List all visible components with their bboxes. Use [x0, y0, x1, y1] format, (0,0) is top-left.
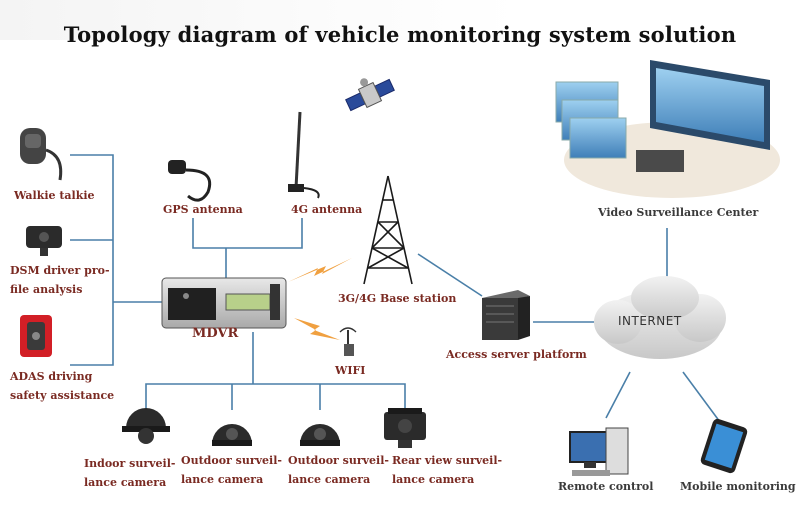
dsm-label-line2: file analysis — [10, 283, 83, 296]
adas-label-line1: ADAS driving — [10, 370, 93, 383]
rear-camera-label-line1: Rear view surveil- — [392, 454, 503, 467]
connection-lines — [70, 154, 721, 423]
gps-antenna-label: GPS antenna — [163, 203, 243, 216]
rear-camera-label-line2: lance camera — [392, 473, 475, 486]
indoor-camera-icon — [122, 408, 170, 444]
indoor-camera-label-line1: Indoor surveil- — [84, 457, 176, 470]
access-server-label: Access server platform — [446, 348, 587, 361]
base-station-label: 3G/4G Base station — [338, 292, 457, 305]
header-bar — [0, 0, 520, 40]
remote-control-label: Remote control — [558, 480, 654, 493]
wireless-signal-wifi — [294, 318, 340, 340]
outdoor-camera-2-label-line1: Outdoor surveil- — [288, 454, 389, 467]
mdvr-device-icon — [161, 277, 287, 329]
outdoor-camera-2-icon — [300, 424, 340, 446]
indoor-camera-label-line2: lance camera — [84, 476, 167, 489]
walkie-talkie-icon — [20, 128, 63, 181]
video-center-label: Video Surveillance Center — [598, 206, 759, 219]
rear-view-camera-icon — [384, 408, 426, 448]
mobile-phone-icon — [700, 418, 748, 474]
outdoor-camera-1-icon — [212, 424, 252, 446]
wireless-signal-4g — [288, 258, 352, 282]
adas-label-line2: safety assistance — [10, 389, 115, 402]
gps-antenna-icon — [168, 160, 212, 202]
walkie-talkie-label: Walkie talkie — [14, 189, 95, 202]
antenna-4g-label: 4G antenna — [291, 203, 363, 216]
access-server-icon — [482, 290, 530, 340]
internet-label: INTERNET — [618, 314, 682, 328]
outdoor-camera-1-label-line2: lance camera — [181, 473, 264, 486]
mdvr-label: MDVR — [192, 326, 239, 341]
diagram-title: Topology diagram of vehicle monitoring s… — [63, 22, 737, 47]
dsm-camera-icon — [26, 226, 62, 256]
wifi-label: WIFI — [335, 364, 366, 377]
outdoor-camera-1-label-line1: Outdoor surveil- — [181, 454, 282, 467]
mobile-monitoring-label: Mobile monitoring — [680, 480, 796, 493]
video-surveillance-center-icon — [555, 60, 780, 198]
dsm-label-line1: DSM driver pro- — [10, 264, 110, 277]
satellite-icon — [345, 78, 395, 112]
cell-tower-icon — [363, 175, 413, 285]
wifi-router-icon — [339, 327, 357, 356]
antenna-4g-icon — [288, 111, 320, 199]
outdoor-camera-2-label-line2: lance camera — [288, 473, 371, 486]
remote-control-pc-icon — [569, 427, 629, 476]
internet-cloud-icon — [594, 276, 726, 359]
adas-device-icon — [20, 315, 52, 357]
